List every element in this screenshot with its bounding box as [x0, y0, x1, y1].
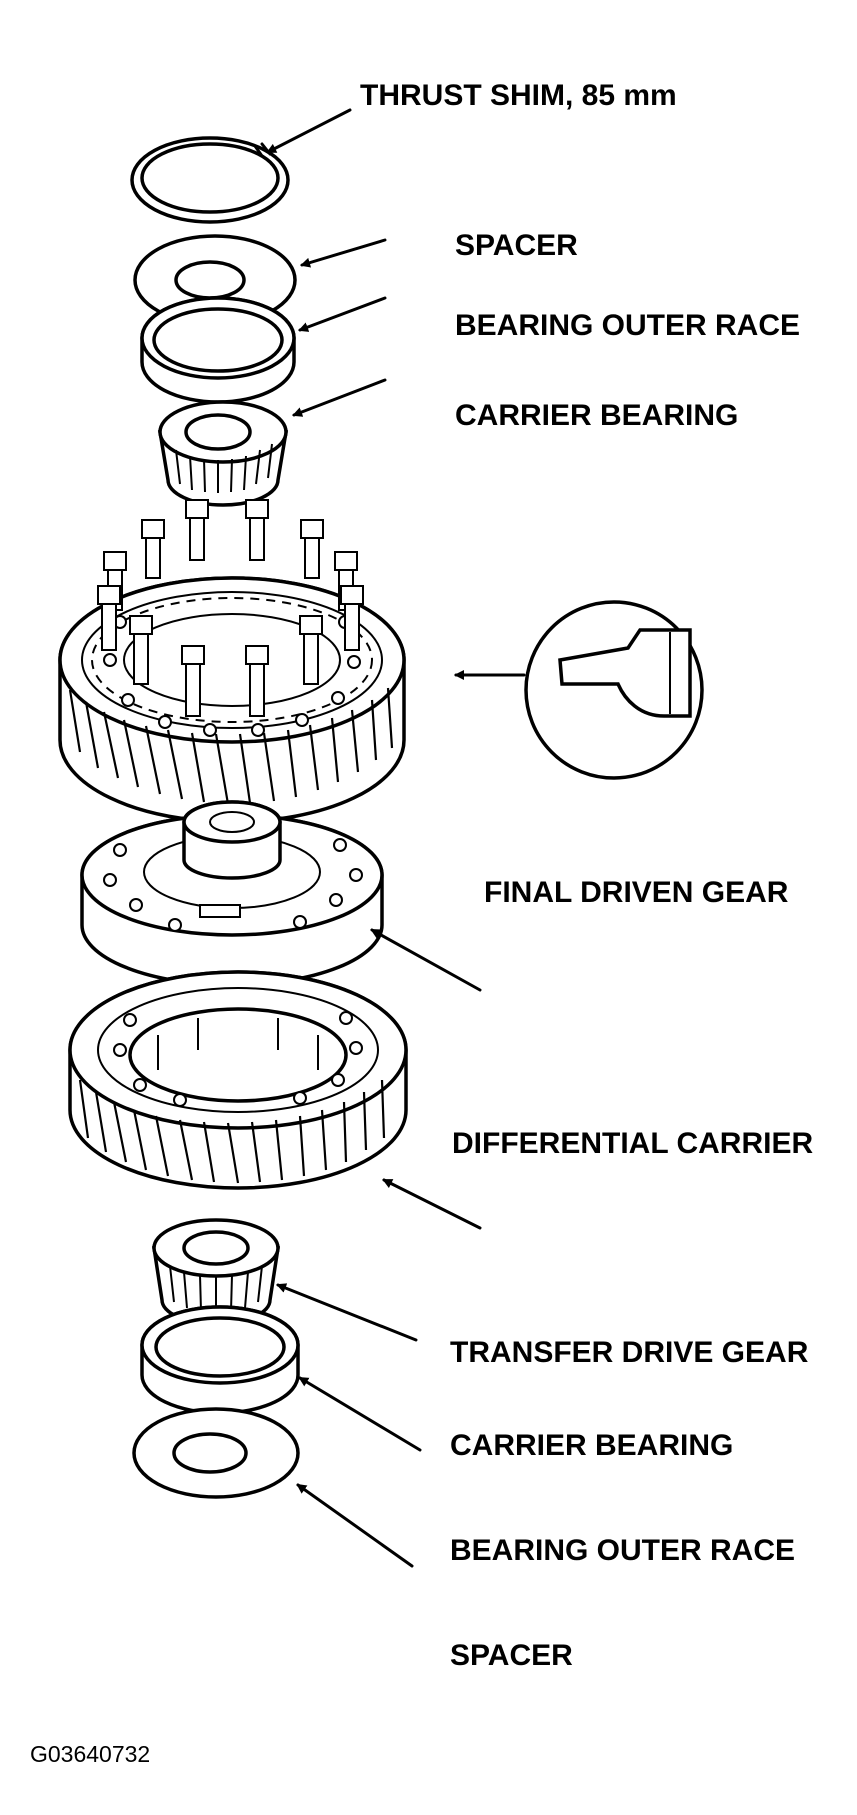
figure-code: G03640732	[30, 1741, 150, 1767]
spacer-bottom-part	[132, 1407, 300, 1499]
differential-carrier-part	[80, 800, 384, 992]
outer-race-top-part	[140, 296, 296, 404]
outer-race-top-label: BEARING OUTER RACE	[455, 309, 800, 342]
spacer-bottom-label: SPACER	[450, 1639, 573, 1672]
tooth-profile-detail	[524, 600, 704, 780]
carrier-bearing-top-label: CARRIER BEARING	[455, 399, 738, 432]
leader-lines	[266, 108, 526, 1568]
carrier-bearing-bottom-part	[151, 1218, 281, 1326]
differential-carrier-label: DIFFERENTIAL CARRIER	[452, 1127, 813, 1160]
thrust-shim-part	[130, 136, 290, 224]
final-driven-gear-part	[58, 499, 406, 824]
outer-race-bottom-label: BEARING OUTER RACE	[450, 1534, 795, 1567]
transfer-drive-gear-part	[68, 970, 408, 1190]
transfer-drive-gear-label: TRANSFER DRIVE GEAR	[450, 1336, 809, 1369]
carrier-bearing-top-part	[157, 400, 289, 507]
carrier-bearing-bottom-label: CARRIER BEARING	[450, 1429, 733, 1462]
final-driven-gear-label: FINAL DRIVEN GEAR	[484, 876, 789, 909]
gear-bolts	[97, 499, 364, 717]
spacer-top-label: SPACER	[455, 229, 578, 262]
thrust-shim-label: THRUST SHIM, 85 mm	[360, 79, 677, 112]
outer-race-bottom-part	[140, 1305, 300, 1415]
